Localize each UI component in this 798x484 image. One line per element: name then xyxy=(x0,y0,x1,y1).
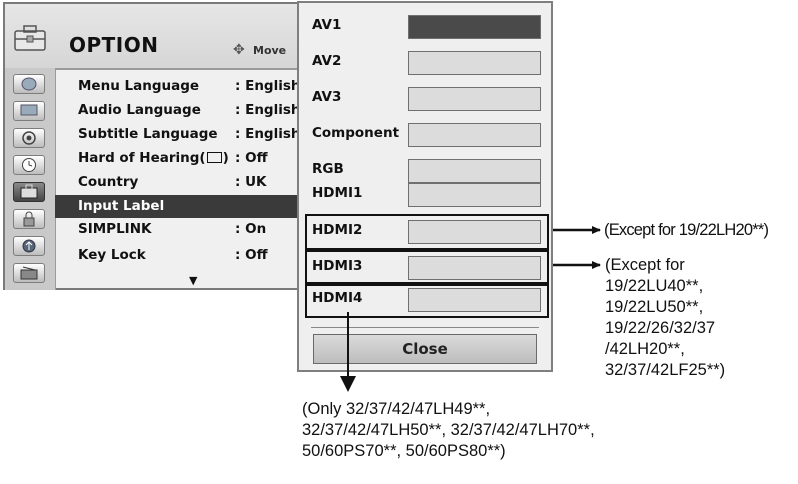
menu-item-label: Subtitle Language xyxy=(78,126,218,142)
note-hdmi2: (Except for 19/22LH20**) xyxy=(604,221,769,239)
move-hint-label: Move xyxy=(253,44,287,57)
toolbox-icon[interactable] xyxy=(13,182,45,202)
menu-item-value: : English xyxy=(235,102,301,118)
source-name: AV3 xyxy=(312,89,342,105)
source-name: AV2 xyxy=(312,53,342,69)
menu-item-input-label[interactable]: Input Label xyxy=(55,195,297,218)
note-line: 32/37/42LF25**) xyxy=(605,361,726,379)
media-icon[interactable] xyxy=(13,263,45,283)
source-row-av3[interactable]: AV3 xyxy=(305,81,549,117)
source-row-hdmi1[interactable]: HDMI1 xyxy=(305,177,549,213)
source-row-component[interactable]: Component xyxy=(305,117,549,153)
source-name: HDMI3 xyxy=(312,258,363,274)
menu-item-hard-of-hearing[interactable]: Hard of Hearing() : Off xyxy=(55,147,297,170)
scroll-down-arrow-icon[interactable]: ▼ xyxy=(189,274,198,287)
source-label-field[interactable] xyxy=(408,159,541,183)
usb-icon[interactable] xyxy=(13,236,45,256)
source-label-field[interactable] xyxy=(408,183,541,207)
source-label-field[interactable] xyxy=(408,15,541,39)
padlock-icon[interactable] xyxy=(13,209,45,229)
menu-item-value: : English xyxy=(235,78,301,94)
source-row-hdmi2[interactable]: HDMI2 xyxy=(305,214,549,250)
note-line: 19/22LU50**, xyxy=(605,298,704,316)
clock-icon[interactable] xyxy=(13,155,45,175)
note-line: 32/37/42/47LH50**, 32/37/42/47LH70**, xyxy=(302,421,595,439)
toolbox-icon xyxy=(14,25,46,51)
menu-item-value: : Off xyxy=(235,247,268,263)
menu-item-value: : Off xyxy=(235,150,268,166)
option-menu-panel: OPTION ✥ Move Menu Language : Engl xyxy=(3,2,301,290)
source-name: HDMI4 xyxy=(312,290,363,306)
menu-item-label: Country xyxy=(78,174,139,190)
menu-item-value: : UK xyxy=(235,174,267,190)
note-line: /42LH20**, xyxy=(605,340,685,358)
menu-item-label: SIMPLINK xyxy=(78,221,152,237)
source-label-field[interactable] xyxy=(408,288,541,312)
source-row-hdmi3[interactable]: HDMI3 xyxy=(305,250,549,286)
menu-item-key-lock[interactable]: Key Lock : Off xyxy=(55,244,297,267)
source-label-field[interactable] xyxy=(408,123,541,147)
menu-item-audio-language[interactable]: Audio Language : English xyxy=(55,99,301,122)
note-hdmi4: (Only 32/37/42/47LH49**, 32/37/42/47LH50… xyxy=(302,399,595,462)
satellite-dish-icon[interactable] xyxy=(13,74,45,94)
note-line: (Except for xyxy=(605,256,685,274)
menu-item-subtitle-language[interactable]: Subtitle Language : English xyxy=(55,123,301,146)
source-name: HDMI2 xyxy=(312,222,363,238)
popup-divider xyxy=(311,327,539,328)
menu-item-label: Menu Language xyxy=(78,78,200,94)
menu-item-label: Audio Language xyxy=(78,102,201,118)
menu-item-label: Hard of Hearing() xyxy=(78,150,229,166)
input-label-popup: AV1 AV2 AV3 Component RGB HDMI1 HDMI2 HD… xyxy=(297,1,553,372)
source-label-field[interactable] xyxy=(408,51,541,75)
move-arrows-icon: ✥ xyxy=(233,42,245,58)
menu-item-label: Key Lock xyxy=(78,247,146,263)
source-name: RGB xyxy=(312,161,344,177)
source-row-rgb[interactable]: RGB xyxy=(305,153,549,189)
source-row-av2[interactable]: AV2 xyxy=(305,45,549,81)
category-icon-column xyxy=(5,68,56,290)
menu-item-simplink[interactable]: SIMPLINK : On xyxy=(55,218,297,241)
source-row-hdmi4[interactable]: HDMI4 xyxy=(305,282,549,318)
option-menu-header: OPTION ✥ Move xyxy=(5,4,297,70)
menu-item-value: : English xyxy=(235,126,301,142)
speaker-icon[interactable] xyxy=(13,128,45,148)
source-name: Component xyxy=(312,125,400,141)
note-line: 19/22LU40**, xyxy=(605,277,704,295)
source-label-field[interactable] xyxy=(408,220,541,244)
source-row-av1[interactable]: AV1 xyxy=(305,9,549,45)
option-menu-title: OPTION xyxy=(69,33,159,57)
source-name: AV1 xyxy=(312,17,342,33)
source-name: HDMI1 xyxy=(312,185,363,201)
note-line: 50/60PS70**, 50/60PS80**) xyxy=(302,442,506,460)
menu-item-menu-language[interactable]: Menu Language : English xyxy=(55,75,301,98)
close-button[interactable]: Close xyxy=(313,334,537,364)
note-line: 19/22/26/32/37 xyxy=(605,319,716,337)
subtitle-box-icon xyxy=(206,152,222,163)
menu-item-value: : On xyxy=(235,221,267,237)
menu-item-country[interactable]: Country : UK xyxy=(55,171,297,194)
menu-item-label: Input Label xyxy=(78,198,165,214)
monitor-icon[interactable] xyxy=(13,101,45,121)
source-label-field[interactable] xyxy=(408,87,541,111)
source-label-field[interactable] xyxy=(408,256,541,280)
note-hdmi3: (Except for 19/22LU40**, 19/22LU50**, 19… xyxy=(605,255,725,381)
note-line: (Only 32/37/42/47LH49**, xyxy=(302,400,491,418)
